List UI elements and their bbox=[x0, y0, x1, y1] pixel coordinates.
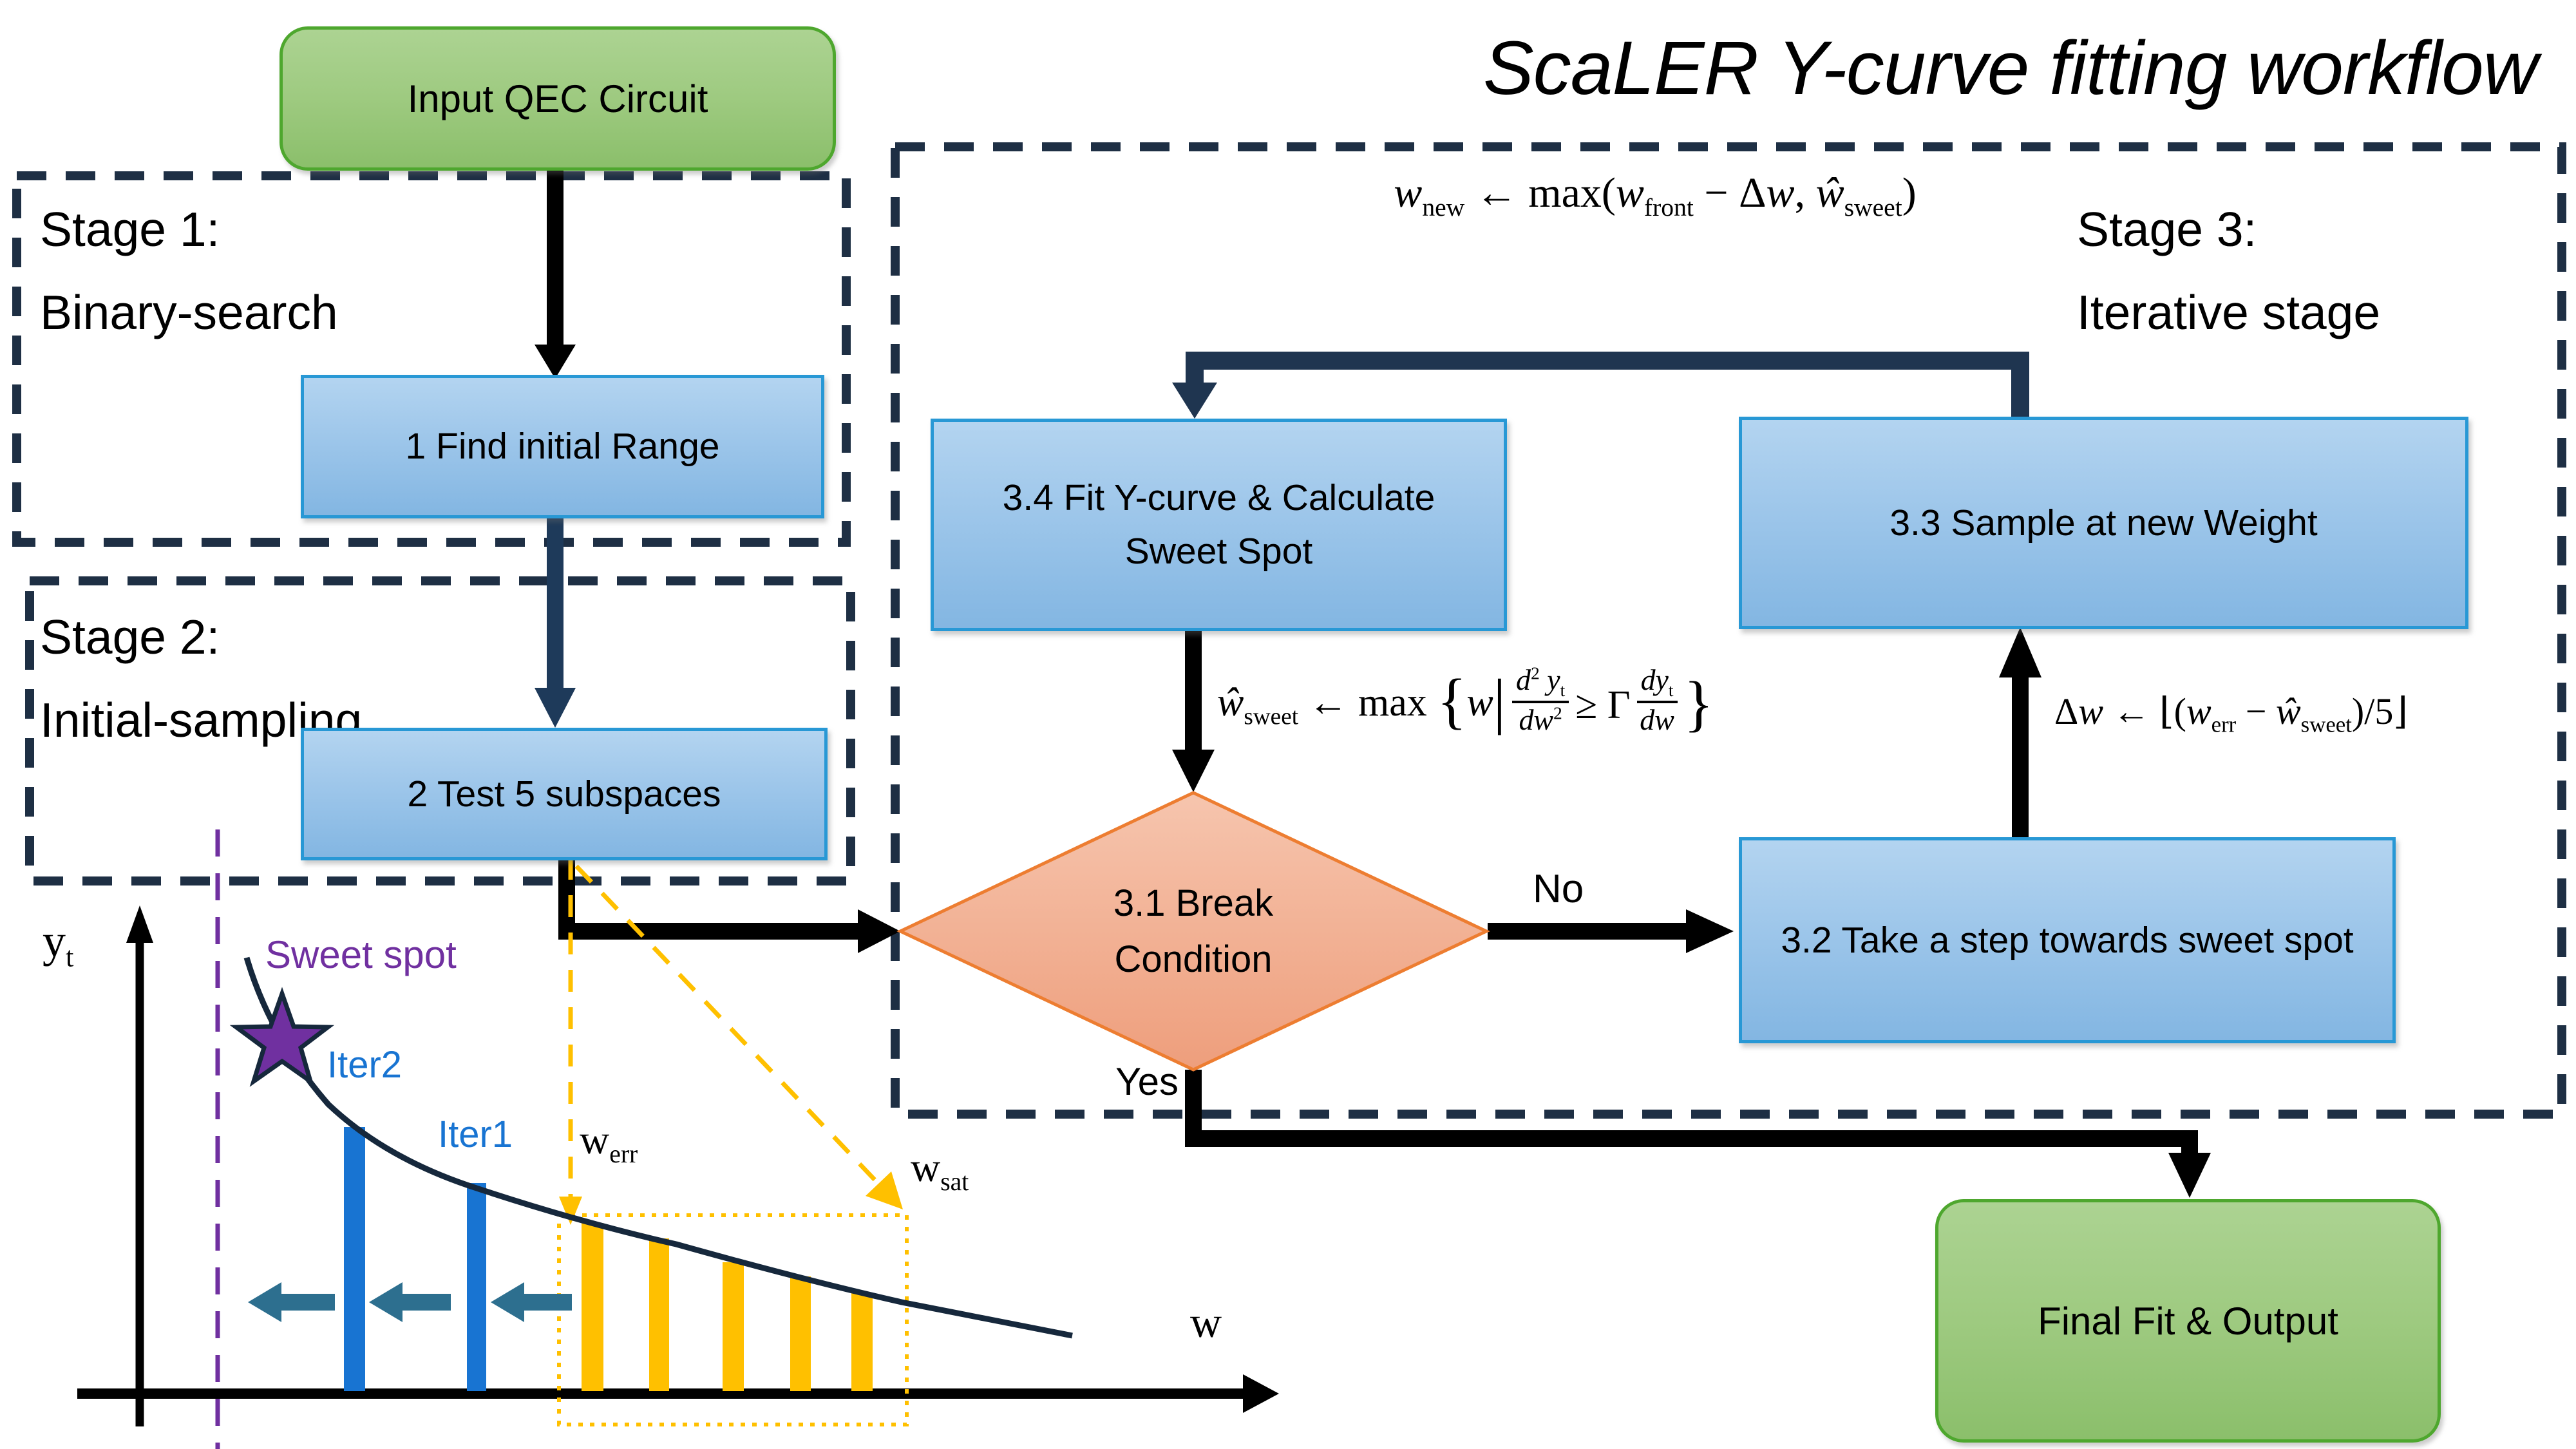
w-err-label: werr bbox=[580, 1117, 638, 1168]
fraction-d2y-dw2: d2 yt dw2 bbox=[1512, 663, 1569, 736]
formula-w-new: wnew ← max(wfront − Δw, ŵsweet) bbox=[1394, 169, 1917, 222]
node-input-qec-circuit: Input QEC Circuit bbox=[279, 26, 836, 171]
sample-bars bbox=[344, 1127, 873, 1391]
stage2-border bbox=[25, 576, 855, 886]
stage3-label: Stage 3: Iterative stage bbox=[2077, 202, 2381, 339]
formula-delta-w: Δw ← ⌊(werr − ŵsweet)/5⌋ bbox=[2054, 690, 2408, 737]
iter1-label: Iter1 bbox=[438, 1113, 513, 1155]
step-left-arrow-1 bbox=[248, 1282, 335, 1322]
node-break-condition-label: 3.1 Break Condition bbox=[1113, 882, 1274, 980]
stage1-label: Stage 1: Binary-search bbox=[40, 202, 338, 339]
yellow-bar bbox=[582, 1223, 603, 1391]
yellow-bar bbox=[649, 1238, 669, 1391]
sweet-spot-label: Sweet spot bbox=[265, 933, 457, 976]
node-find-initial-range: 1 Find initial Range bbox=[301, 375, 824, 518]
x-axis bbox=[77, 1374, 1279, 1413]
stage1-border bbox=[12, 171, 851, 547]
flow-arrow-32-to-33 bbox=[1999, 627, 2041, 837]
break-condition-diamond bbox=[896, 791, 1490, 1072]
w-sat-label: wsat bbox=[911, 1144, 969, 1196]
flow-arrow-feedback-33-to-34 bbox=[1172, 352, 2029, 419]
saturation-window-rect bbox=[557, 1213, 909, 1426]
flow-arrow-step2-to-break bbox=[558, 854, 900, 953]
node-test-5-subspaces: 2 Test 5 subspaces bbox=[301, 728, 828, 860]
flow-arrow-34-to-break bbox=[1172, 625, 1215, 792]
formula-w-sweet: ŵsweet ← max {w| d2 yt dw2 ≥ Γ dyt dw } bbox=[1217, 663, 1714, 738]
step-left-arrow-3 bbox=[491, 1282, 572, 1322]
flow-arrow-input-to-step1 bbox=[535, 164, 576, 379]
blue-bar bbox=[467, 1183, 486, 1391]
y-curve bbox=[243, 956, 1073, 1339]
step-left-arrow-2 bbox=[369, 1282, 451, 1322]
y-axis-label: yt bbox=[43, 915, 74, 973]
w-sat-dashed-line bbox=[574, 864, 903, 1209]
iter2-label: Iter2 bbox=[327, 1044, 402, 1086]
sweet-spot-star bbox=[229, 987, 335, 1087]
edge-label-no: No bbox=[1533, 867, 1584, 911]
stage3-border bbox=[891, 142, 2566, 1119]
x-axis-label: w bbox=[1190, 1298, 1222, 1347]
flow-arrow-step1-to-step2 bbox=[535, 512, 576, 728]
yellow-bar bbox=[723, 1262, 744, 1391]
node-fit-y-curve: 3.4 Fit Y-curve & Calculate Sweet Spot bbox=[931, 419, 1507, 631]
fraction-dy-dw: dyt dw bbox=[1636, 663, 1678, 736]
y-axis bbox=[126, 905, 153, 1426]
flow-arrow-yes bbox=[1185, 1070, 2211, 1198]
node-take-step-towards-sweet-spot: 3.2 Take a step towards sweet spot bbox=[1739, 837, 2396, 1043]
yellow-bar bbox=[790, 1276, 811, 1391]
flow-arrow-no bbox=[1488, 909, 1734, 953]
yellow-bar bbox=[851, 1293, 873, 1391]
node-final-fit-output: Final Fit & Output bbox=[1935, 1199, 2441, 1443]
node-sample-at-new-weight: 3.3 Sample at new Weight bbox=[1739, 417, 2468, 629]
blue-bar bbox=[344, 1127, 365, 1391]
page-title: ScaLER Y-curve fitting workflow bbox=[1483, 26, 2538, 111]
edge-label-yes: Yes bbox=[1115, 1060, 1179, 1103]
w-err-dashed-line bbox=[559, 858, 582, 1225]
